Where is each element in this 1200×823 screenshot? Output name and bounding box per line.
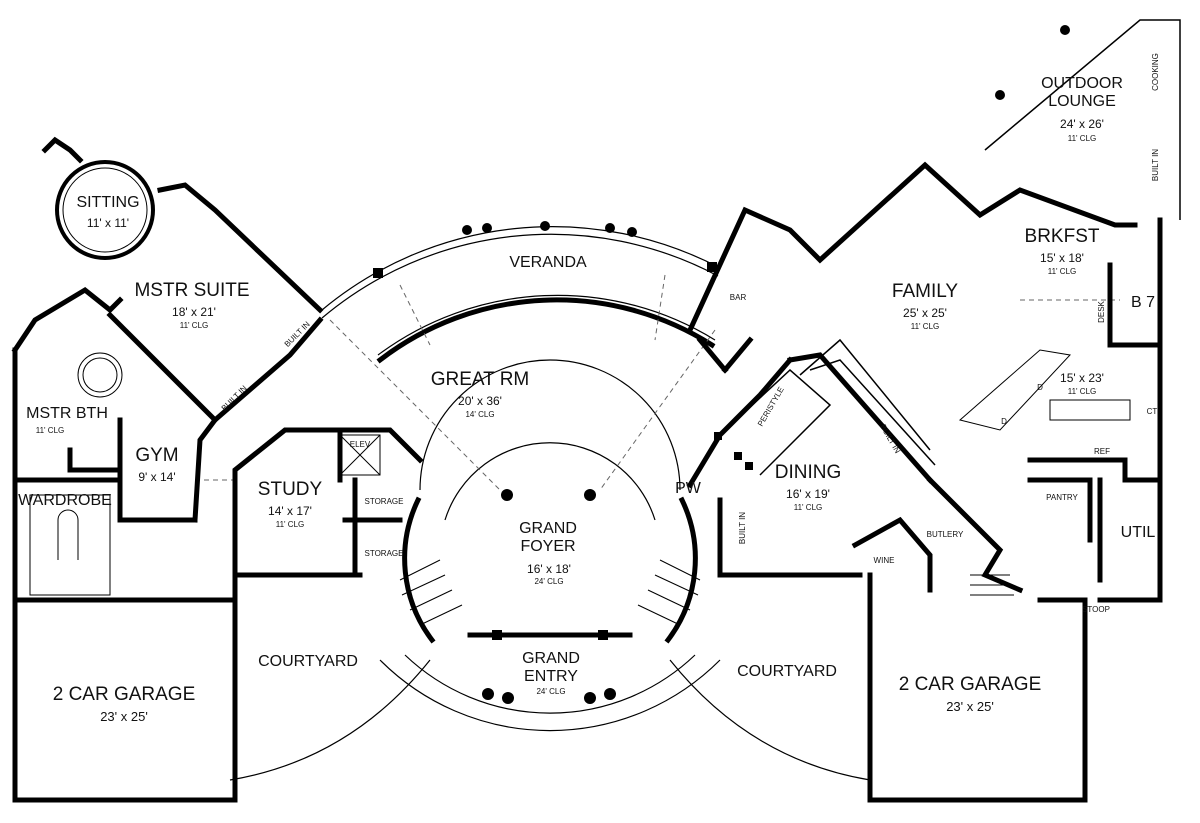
gym-label: GYM xyxy=(135,445,178,466)
family-clg: 11' CLG xyxy=(911,322,940,331)
mstr-suite-dim: 18' x 21' xyxy=(172,305,216,319)
great-rm-dim: 20' x 36' xyxy=(458,394,502,408)
grand-foyer-label-2: FOYER xyxy=(520,538,575,555)
pw-label: PW xyxy=(675,480,702,497)
study-clg: 11' CLG xyxy=(276,520,305,529)
built-in-1-label: BUILT IN xyxy=(220,384,249,413)
storage-1-label: STORAGE xyxy=(365,497,404,506)
mstr-bth-clg: 11' CLG xyxy=(36,426,65,435)
fixtures xyxy=(29,349,1131,626)
built-in-dining-label: BUILT IN xyxy=(738,512,747,544)
arc-lines xyxy=(229,226,871,781)
gym-dim: 9' x 14' xyxy=(138,470,175,484)
cooking-label: COOKING xyxy=(1151,53,1160,91)
wine-label: WINE xyxy=(874,556,895,565)
dining-label: DINING xyxy=(775,462,842,483)
garage-w-dim: 23' x 25' xyxy=(100,709,148,724)
pantry-label: PANTRY xyxy=(1046,493,1078,502)
built-in-ne-label: BUILT IN xyxy=(1151,149,1160,181)
grand-foyer-clg: 24' CLG xyxy=(534,577,563,586)
sitting-room-shape xyxy=(41,136,155,260)
courtyard-e-label: COURTYARD xyxy=(737,663,837,680)
outdoor-lounge-label-2: LOUNGE xyxy=(1048,93,1116,110)
walls xyxy=(11,19,1181,803)
b7-label: B 7 xyxy=(1131,294,1155,311)
study-dim: 14' x 17' xyxy=(268,504,312,518)
grand-entry-label-2: ENTRY xyxy=(524,668,578,685)
family-dim: 25' x 25' xyxy=(903,306,947,320)
grand-foyer-dim: 16' x 18' xyxy=(527,562,571,576)
family-label: FAMILY xyxy=(892,281,958,302)
bar-label: BAR xyxy=(730,293,747,302)
great-rm-label: GREAT RM xyxy=(431,369,530,390)
kitchen-dim: 15' x 23' xyxy=(1060,371,1104,385)
mstr-suite-label: MSTR SUITE xyxy=(134,280,249,301)
storage-2-label: STORAGE xyxy=(365,549,404,558)
great-rm-clg: 14' CLG xyxy=(465,410,494,419)
dining-clg: 11' CLG xyxy=(794,503,823,512)
butlery-label: BUTLERY xyxy=(927,530,964,539)
dining-dim: 16' x 19' xyxy=(786,487,830,501)
mstr-suite-clg: 11' CLG xyxy=(180,321,209,330)
stoop-label: STOOP xyxy=(1082,605,1110,614)
room-labels: SITTING 11' x 11' MSTR SUITE 18' x 21' 1… xyxy=(18,53,1160,724)
veranda-label: VERANDA xyxy=(509,254,587,271)
outdoor-lounge-clg: 11' CLG xyxy=(1068,134,1097,143)
ref-label: REF xyxy=(1094,447,1110,456)
ct-label: CT xyxy=(1147,407,1158,416)
elev-label: ELEV xyxy=(350,440,371,449)
desk-label: DESK xyxy=(1097,300,1106,322)
columns xyxy=(373,25,1070,704)
grand-entry-clg: 24' CLG xyxy=(536,687,565,696)
d2-label: D xyxy=(1001,417,1007,426)
garage-e-dim: 23' x 25' xyxy=(946,699,994,714)
util-label: UTIL xyxy=(1121,524,1156,541)
sitting-label: SITTING xyxy=(76,194,139,211)
sitting-dim: 11' x 11' xyxy=(87,216,129,230)
grand-foyer-label-1: GRAND xyxy=(519,520,577,537)
brkfst-dim: 15' x 18' xyxy=(1040,251,1084,265)
d1-label: D xyxy=(1037,383,1043,392)
mstr-bth-label: MSTR BTH xyxy=(26,405,108,422)
garage-e-label: 2 CAR GARAGE xyxy=(899,674,1042,695)
wardrobe-label: WARDROBE xyxy=(18,492,112,509)
study-label: STUDY xyxy=(258,479,323,500)
grand-entry-label-1: GRAND xyxy=(522,650,580,667)
outdoor-lounge-label-1: OUTDOOR xyxy=(1041,75,1123,92)
outdoor-lounge-dim: 24' x 26' xyxy=(1060,117,1104,131)
brkfst-clg: 11' CLG xyxy=(1048,267,1077,276)
brkfst-label: BRKFST xyxy=(1025,226,1100,247)
courtyard-w-label: COURTYARD xyxy=(258,653,358,670)
garage-w-label: 2 CAR GARAGE xyxy=(53,684,196,705)
kitchen-clg: 11' CLG xyxy=(1068,387,1097,396)
built-in-3-label: BUILT IN xyxy=(878,423,902,456)
